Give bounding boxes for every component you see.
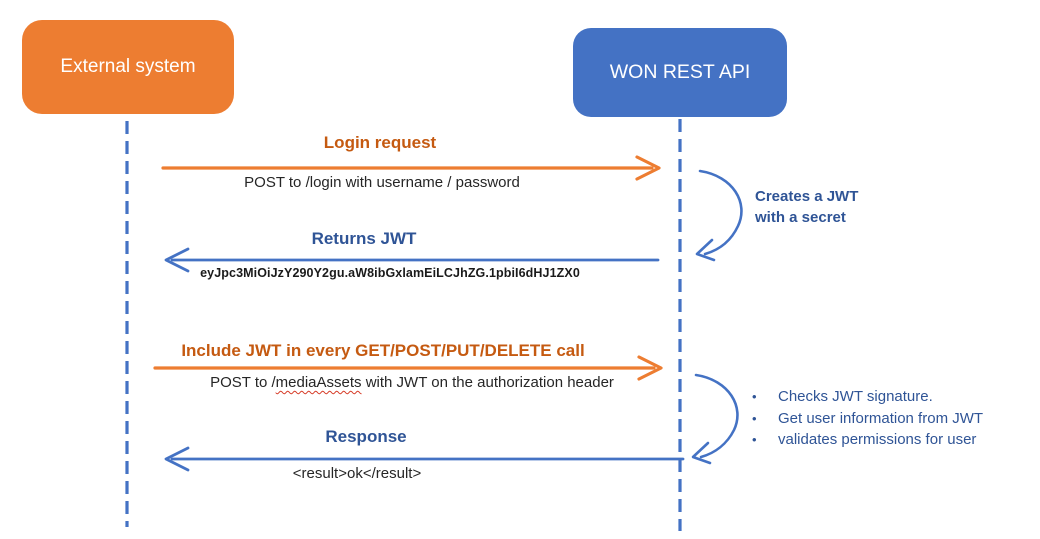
creates-jwt-note-line1: Creates a JWT — [755, 188, 859, 205]
include-jwt-title: Include JWT in every GET/POST/PUT/DELETE… — [181, 341, 585, 360]
creates-jwt-note: Creates a JWT with a secret — [755, 186, 858, 228]
validation-bullet-text: Checks JWT signature. — [778, 388, 933, 405]
validation-bullet-list: • Checks JWT signature. • Get user infor… — [746, 388, 983, 453]
bullet-icon: • — [752, 389, 757, 404]
actor-external-system-label: External system — [60, 56, 196, 77]
validation-bullet-text: validates permissions for user — [778, 431, 977, 448]
creates-jwt-self-loop-arrow — [695, 169, 743, 262]
jwt-token-text: eyJpc3MiOiJzY290Y2gu.aW8ibGxlamEiLCJhZG.… — [200, 266, 580, 280]
returns-jwt-title: Returns JWT — [311, 229, 417, 248]
validation-bullet-item: • validates permissions for user — [746, 431, 983, 453]
actor-external-system: External system — [22, 20, 234, 114]
login-request-title: Login request — [323, 133, 437, 152]
login-request-detail: POST to /login with username / password — [244, 174, 520, 191]
response-arrow — [164, 446, 685, 472]
creates-jwt-note-line2: with a secret — [755, 209, 846, 226]
bullet-icon: • — [752, 432, 757, 447]
validation-bullet-item: • Get user information from JWT — [746, 410, 983, 432]
include-jwt-arrow — [153, 355, 663, 381]
validation-self-loop-arrow — [691, 373, 739, 465]
login-request-arrow — [161, 155, 661, 181]
validation-bullet-item: • Checks JWT signature. — [746, 388, 983, 410]
include-jwt-detail-suffix: with JWT on the authorization header — [361, 374, 614, 391]
include-jwt-detail-prefix: POST to / — [210, 374, 276, 391]
returns-jwt-arrow — [164, 247, 660, 273]
response-title: Response — [325, 427, 407, 446]
actor-won-rest-api: WON REST API — [573, 28, 787, 117]
bullet-icon: • — [752, 410, 757, 426]
actor-won-rest-api-label: WON REST API — [609, 61, 751, 83]
include-jwt-detail-misspelled-word: mediaAssets — [275, 374, 362, 391]
include-jwt-detail: POST to /mediaAssets with JWT on the aut… — [210, 374, 614, 391]
validation-bullet-text: Get user information from JWT — [778, 409, 984, 427]
response-detail: <result>ok</result> — [292, 465, 422, 482]
